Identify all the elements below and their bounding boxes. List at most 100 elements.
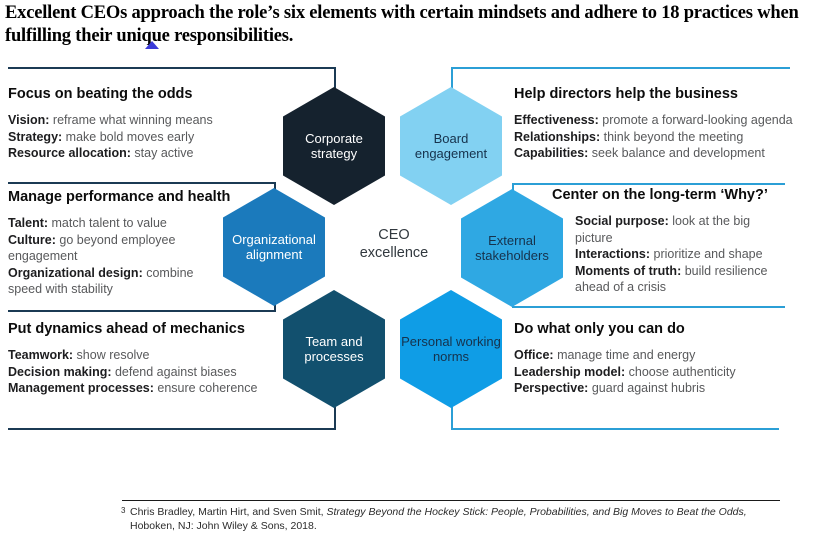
practice-item-label: Effectiveness: xyxy=(514,113,599,127)
practice-item-text: stay active xyxy=(130,146,194,160)
practice-item: Relationships: think beyond the meeting xyxy=(514,129,802,146)
practice-item-label: Leadership model: xyxy=(514,364,626,379)
center-label-line1: CEO xyxy=(378,227,410,243)
practice-item-text: ensure coherence xyxy=(153,381,258,395)
practice-item: Vision: reframe what winning means xyxy=(8,112,270,129)
hexagon-external-stakeholders: External stakeholders xyxy=(461,189,563,307)
hexagon-personal-working-norms: Personal working norms xyxy=(400,290,502,408)
practice-item-label: Interactions: xyxy=(575,247,651,261)
block-heading: Do what only you can do xyxy=(514,321,685,337)
hexagon-label: Board engagement xyxy=(414,131,488,161)
block-items: Effectiveness: promote a forward-looking… xyxy=(514,112,802,162)
practice-item-text: choose authenticity xyxy=(625,364,736,379)
hexagon-label: External stakeholders xyxy=(475,233,549,263)
practice-item: Culture: go beyond employee engagement xyxy=(8,232,220,265)
practice-item: Decision making: defend against biases xyxy=(8,364,270,381)
practice-item-label: Decision making: xyxy=(8,364,112,379)
footnote-book-title: Strategy Beyond the Hockey Stick: People… xyxy=(326,506,747,518)
practice-item: Leadership model: choose authenticity xyxy=(514,364,802,381)
bracket-line xyxy=(8,310,276,312)
practice-item-label: Talent: xyxy=(8,216,49,230)
practice-item-label: Capabilities: xyxy=(514,146,589,160)
practice-item-text: guard against hubris xyxy=(588,381,706,395)
footnote-rule xyxy=(122,500,780,501)
practice-item-label: Social purpose: xyxy=(575,214,669,228)
bracket-line xyxy=(8,182,276,184)
practice-item: Office: manage time and energy xyxy=(514,347,802,364)
bracket-line xyxy=(451,67,453,90)
practice-item-text: prioritize and shape xyxy=(650,247,763,261)
practice-item-text: defend against biases xyxy=(111,364,237,379)
bracket-line xyxy=(334,67,336,90)
practice-item-text: go beyond employee engagement xyxy=(8,232,176,264)
practice-item: Organizational design: combine speed wit… xyxy=(8,265,220,298)
bracket-line xyxy=(274,302,276,312)
block-heading: Help directors help the business xyxy=(514,86,738,102)
practice-item-label: Moments of truth: xyxy=(575,263,682,278)
bracket-line xyxy=(512,183,514,193)
hexagon-label: Personal working norms xyxy=(401,334,501,364)
practice-item: Interactions: prioritize and shape xyxy=(575,246,775,263)
practice-item: Resource allocation: stay active xyxy=(8,145,270,162)
practice-item-label: Office: xyxy=(514,348,554,362)
practice-item-label: Management processes: xyxy=(8,381,154,395)
practice-block-beating-the-odds: Focus on beating the odds Vision: refram… xyxy=(8,86,270,162)
practice-item-label: Teamwork: xyxy=(8,348,74,362)
practice-item-text: build resilience ahead of a crisis xyxy=(575,263,768,295)
center-label-line2: excellence xyxy=(359,245,429,261)
practice-block-dynamics-mechanics: Put dynamics ahead of mechanics Teamwork… xyxy=(8,321,270,397)
footnote-marker: 3 xyxy=(121,506,126,515)
hexagon-organizational-alignment: Organizational alignment xyxy=(223,188,325,306)
practice-item: Management processes: ensure coherence xyxy=(8,380,270,397)
practice-item-label: Vision: xyxy=(8,113,50,127)
practice-item-label: Culture: xyxy=(8,232,56,247)
hexagon-label: Team and processes xyxy=(304,334,364,364)
bracket-line xyxy=(451,67,790,69)
practice-item: Perspective: guard against hubris xyxy=(514,380,802,397)
practice-item: Talent: match talent to value xyxy=(8,215,220,232)
bracket-line xyxy=(512,183,785,185)
practice-item-label: Resource allocation: xyxy=(8,146,131,160)
hexagon-board-engagement: Board engagement xyxy=(400,87,502,205)
practice-item: Moments of truth: build resilience ahead… xyxy=(575,263,775,296)
hexagon-label: Organizational alignment xyxy=(232,232,316,262)
practice-item: Strategy: make bold moves early xyxy=(8,129,270,146)
practice-item-text: promote a forward-looking agenda xyxy=(598,113,793,127)
hexagon-team-and-processes: Team and processes xyxy=(283,290,385,408)
bracket-line xyxy=(8,428,336,430)
footnote-text: Chris Bradley, Martin Hirt, and Sven Smi… xyxy=(130,506,327,518)
bracket-line xyxy=(451,407,453,429)
practice-item-text: look at the big picture xyxy=(575,214,751,245)
practice-block-only-you: Do what only you can do Office: manage t… xyxy=(514,321,802,397)
practice-item: Teamwork: show resolve xyxy=(8,347,270,364)
practice-item-text: make bold moves early xyxy=(62,129,195,144)
practice-item-label: Relationships: xyxy=(514,129,601,144)
practice-item-text: show resolve xyxy=(73,348,150,362)
bracket-line xyxy=(451,428,779,430)
practice-block-long-term-why: Center on the long-term ‘Why?’ Social pu… xyxy=(552,187,792,296)
hexagon-label: Corporate strategy xyxy=(305,131,363,161)
practice-item-text: manage time and energy xyxy=(553,348,696,362)
bracket-line xyxy=(334,407,336,429)
bracket-line xyxy=(8,67,336,69)
practice-item-text: match talent to value xyxy=(48,216,167,230)
practice-item-label: Organizational design: xyxy=(8,265,143,280)
practice-item-label: Strategy: xyxy=(8,129,63,144)
practice-item: Effectiveness: promote a forward-looking… xyxy=(514,112,802,129)
hexagon-corporate-strategy: Corporate strategy xyxy=(283,87,385,205)
block-heading: Put dynamics ahead of mechanics xyxy=(8,321,245,337)
block-heading: Center on the long-term ‘Why?’ xyxy=(552,187,768,203)
bracket-line xyxy=(512,306,785,308)
text-cursor-caret xyxy=(145,41,159,49)
practice-item: Capabilities: seek balance and developme… xyxy=(514,145,802,162)
practice-item-label: Perspective: xyxy=(514,381,589,395)
footnote: 3 Chris Bradley, Martin Hirt, and Sven Sm… xyxy=(121,505,792,533)
block-heading: Manage performance and health xyxy=(8,189,231,205)
practice-block-help-directors: Help directors help the business Effecti… xyxy=(514,86,802,162)
